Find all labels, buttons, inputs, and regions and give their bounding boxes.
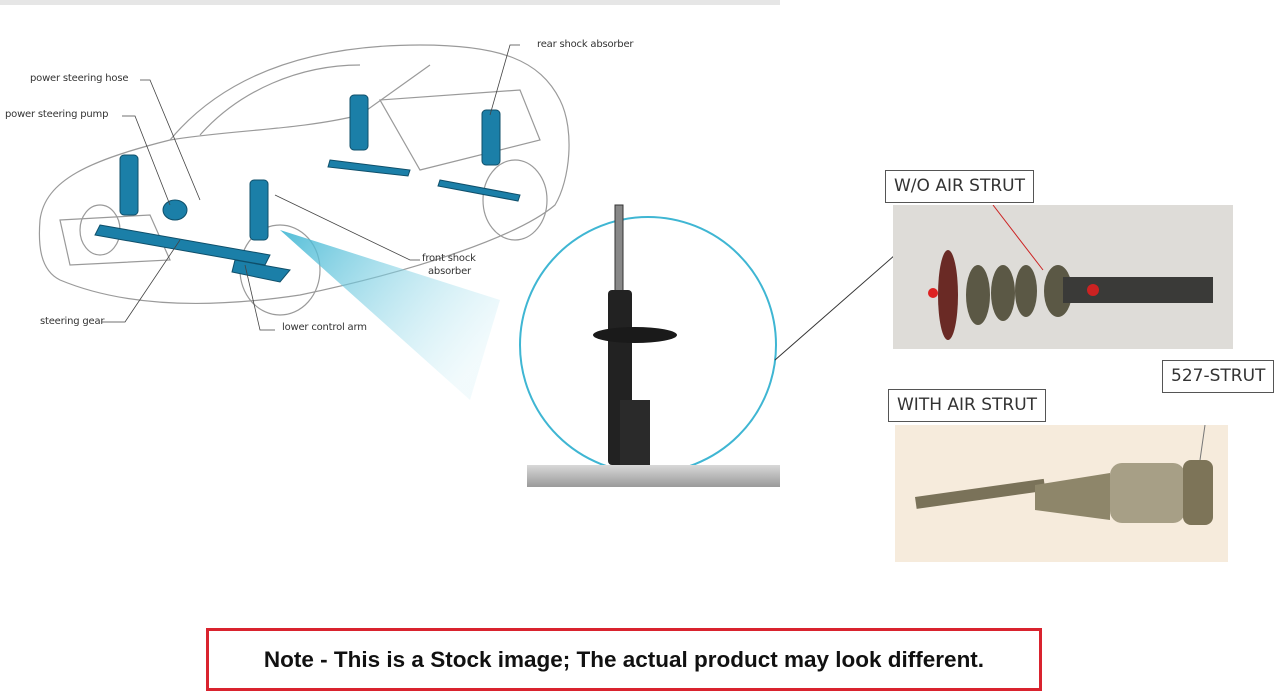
front-shock-absorber-product xyxy=(593,204,677,465)
leader-lines xyxy=(102,44,520,331)
label-with-air-strut: WITH AIR STRUT xyxy=(888,389,1047,422)
connector-line xyxy=(774,254,896,361)
car-outline xyxy=(38,44,570,316)
photo-without-air-strut xyxy=(893,205,1233,349)
top-divider xyxy=(0,0,780,5)
label-power-steering-hose: power steering hose xyxy=(30,73,129,84)
note-text: Note - This is a Stock image; The actual… xyxy=(263,646,985,672)
label-without-air-strut: W/O AIR STRUT xyxy=(885,170,1034,203)
stock-image-note: Note - This is a Stock image; The actual… xyxy=(206,628,1042,691)
label-lower-control-arm: lower control arm xyxy=(282,322,367,333)
suspension-parts xyxy=(94,94,521,283)
part-number-label: 527-STRUT xyxy=(1162,360,1275,393)
magnify-beam xyxy=(280,230,500,400)
label-front-shock-absorber-line2: absorber xyxy=(428,266,471,277)
label-front-shock-absorber: front shock xyxy=(422,253,476,264)
label-steering-gear: steering gear xyxy=(40,316,105,327)
photo-with-air-strut xyxy=(895,425,1228,562)
product-floor xyxy=(527,465,780,487)
car-suspension-diagram xyxy=(38,44,780,487)
label-rear-shock-absorber: rear shock absorber xyxy=(537,39,634,50)
label-power-steering-pump: power steering pump xyxy=(5,109,109,120)
